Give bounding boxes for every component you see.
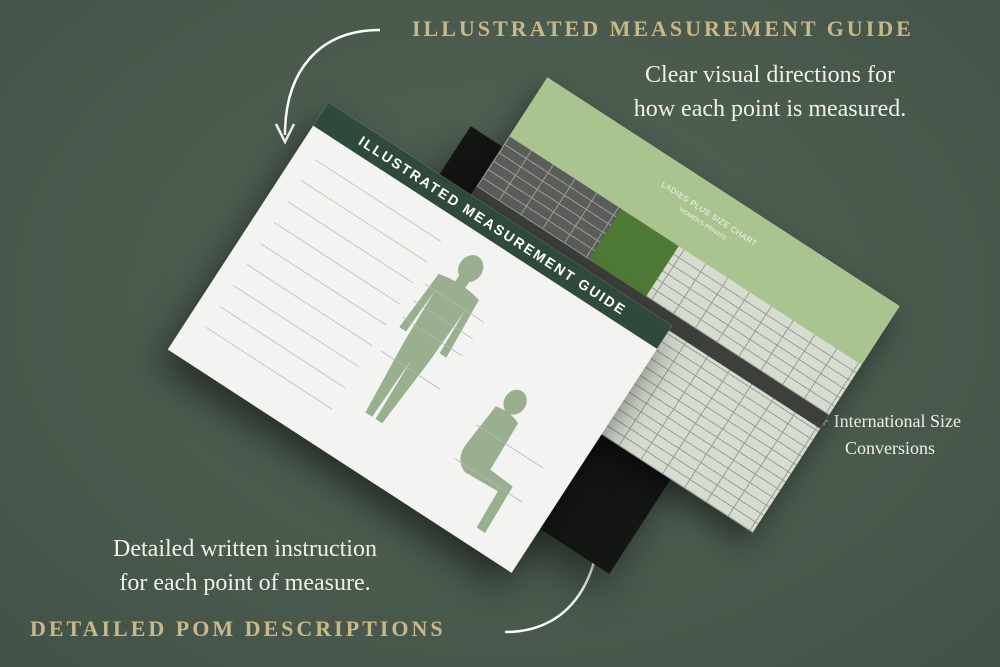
caption-size-conversions: + International Size Conversions	[790, 408, 990, 462]
caption-line: for each point of measure.	[119, 570, 371, 596]
caption-line: how each point is measured.	[633, 96, 907, 122]
body-figures	[365, 255, 544, 533]
heading-pom-descriptions: DETAILED POM DESCRIPTIONS	[30, 616, 446, 641]
curved-arrow-top	[283, 28, 381, 136]
caption-written-instruction: Detailed written instruction for each po…	[70, 532, 420, 600]
seated-figure-illustration	[460, 389, 527, 533]
caption-line: Detailed written instruction	[113, 536, 377, 562]
caption-line: Clear visual directions for	[645, 62, 895, 88]
caption-visual-directions: Clear visual directions for how each poi…	[600, 58, 940, 126]
heading-measurement-guide: ILLUSTRATED MEASUREMENT GUIDE	[412, 16, 914, 41]
caption-line: Conversions	[845, 438, 935, 458]
caption-line: + International Size	[818, 411, 962, 431]
arrowhead-top	[274, 123, 296, 145]
measurement-guide-sheet: ILLUSTRATED MEASUREMENT GUIDE	[167, 102, 673, 573]
measure-guide-lines	[381, 283, 544, 503]
standing-figure-illustration	[365, 255, 484, 424]
